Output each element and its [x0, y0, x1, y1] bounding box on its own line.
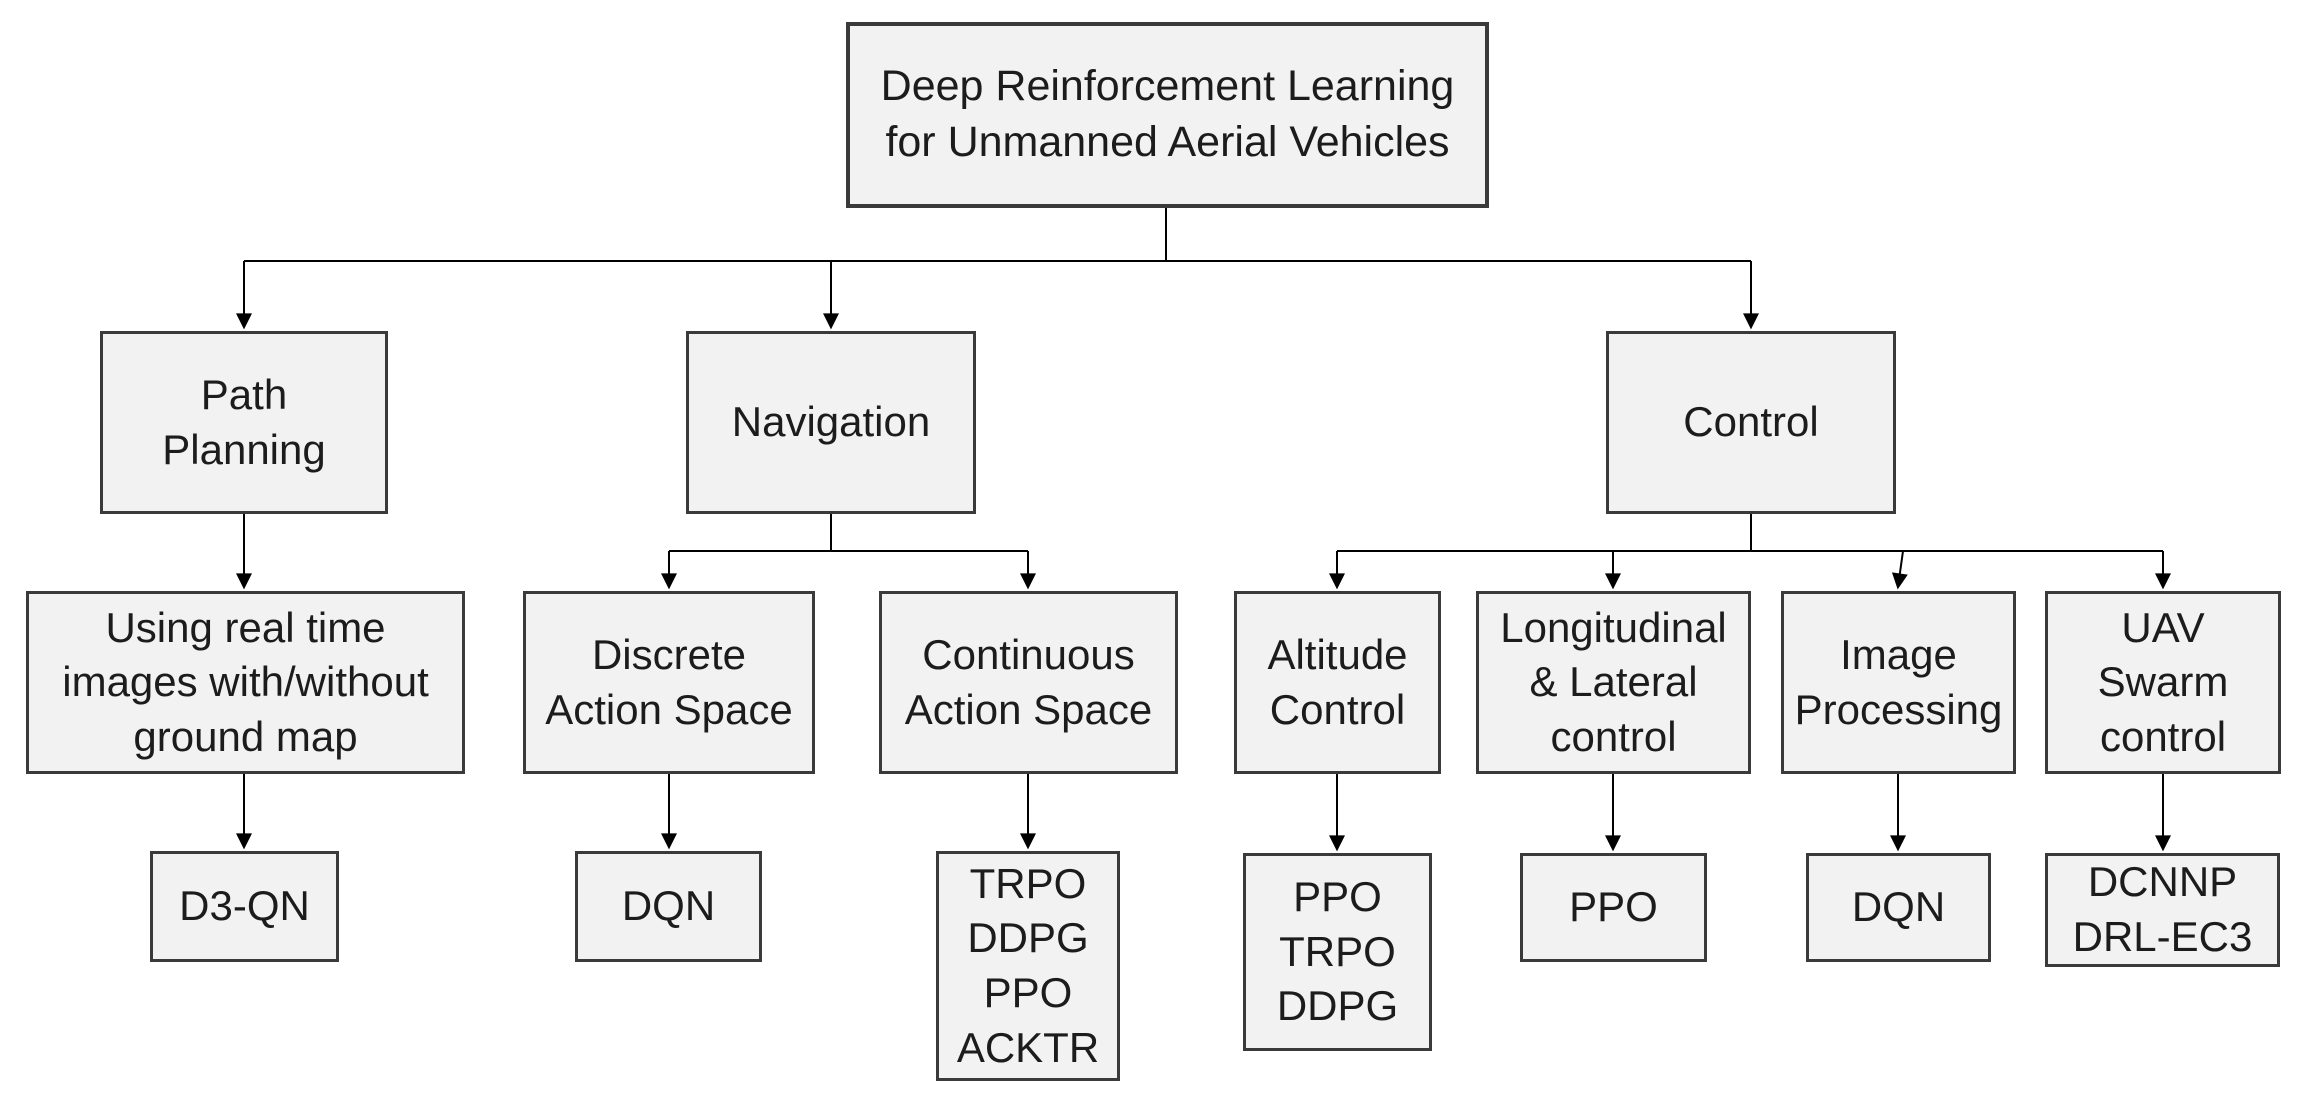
node-discrete-action-space-label: Discrete Action Space	[545, 630, 793, 733]
node-root: Deep Reinforcement Learning for Unmanned…	[846, 22, 1489, 208]
node-dqn-navigation: DQN	[575, 851, 762, 962]
node-altitude-control: Altitude Control	[1234, 591, 1441, 774]
node-image-processing-label: Image Processing	[1794, 630, 2003, 733]
node-trpo-ddpg-ppo-acktr: TRPO DDPG PPO ACKTR	[936, 851, 1120, 1081]
node-longitudinal-lateral-control: Longitudinal & Lateral control	[1476, 591, 1751, 774]
node-discrete-action-space: Discrete Action Space	[523, 591, 815, 774]
node-continuous-action-space-label: Continuous Action Space	[904, 630, 1153, 733]
node-dqn-control-label: DQN	[1851, 883, 1946, 931]
node-path-planning: Path Planning	[100, 331, 388, 514]
node-ppo-trpo-ddpg: PPO TRPO DDPG	[1243, 853, 1432, 1051]
node-dqn-control: DQN	[1806, 853, 1991, 962]
node-trpo-ddpg-ppo-acktr-label: TRPO DDPG PPO ACKTR	[956, 859, 1100, 1071]
node-path-planning-label: Path Planning	[162, 370, 326, 473]
node-navigation-label: Navigation	[731, 398, 931, 446]
node-dcnnp-drlec3-label: DCNNP DRL-EC3	[2072, 858, 2253, 960]
node-dcnnp-drlec3: DCNNP DRL-EC3	[2045, 853, 2280, 967]
node-ppo: PPO	[1520, 853, 1707, 962]
node-image-processing: Image Processing	[1781, 591, 2016, 774]
edge-control-imageproc	[1891, 550, 1908, 590]
node-d3qn-label: D3-QN	[179, 882, 310, 930]
node-navigation: Navigation	[686, 331, 976, 514]
node-root-label: Deep Reinforcement Learning for Unmanned…	[880, 62, 1455, 166]
node-uav-swarm-control-label: UAV Swarm control	[2097, 603, 2229, 760]
node-realtime-images-label: Using real time images with/without grou…	[62, 603, 429, 760]
node-realtime-images: Using real time images with/without grou…	[26, 591, 465, 774]
node-altitude-control-label: Altitude Control	[1267, 630, 1408, 733]
node-ppo-label: PPO	[1569, 883, 1658, 931]
node-dqn-navigation-label: DQN	[621, 882, 716, 930]
node-longitudinal-lateral-control-label: Longitudinal & Lateral control	[1500, 603, 1727, 760]
node-control: Control	[1606, 331, 1896, 514]
node-continuous-action-space: Continuous Action Space	[879, 591, 1178, 774]
node-control-label: Control	[1683, 398, 1819, 446]
node-ppo-trpo-ddpg-label: PPO TRPO DDPG	[1276, 873, 1399, 1030]
node-d3qn: D3-QN	[150, 851, 339, 962]
node-uav-swarm-control: UAV Swarm control	[2045, 591, 2281, 774]
